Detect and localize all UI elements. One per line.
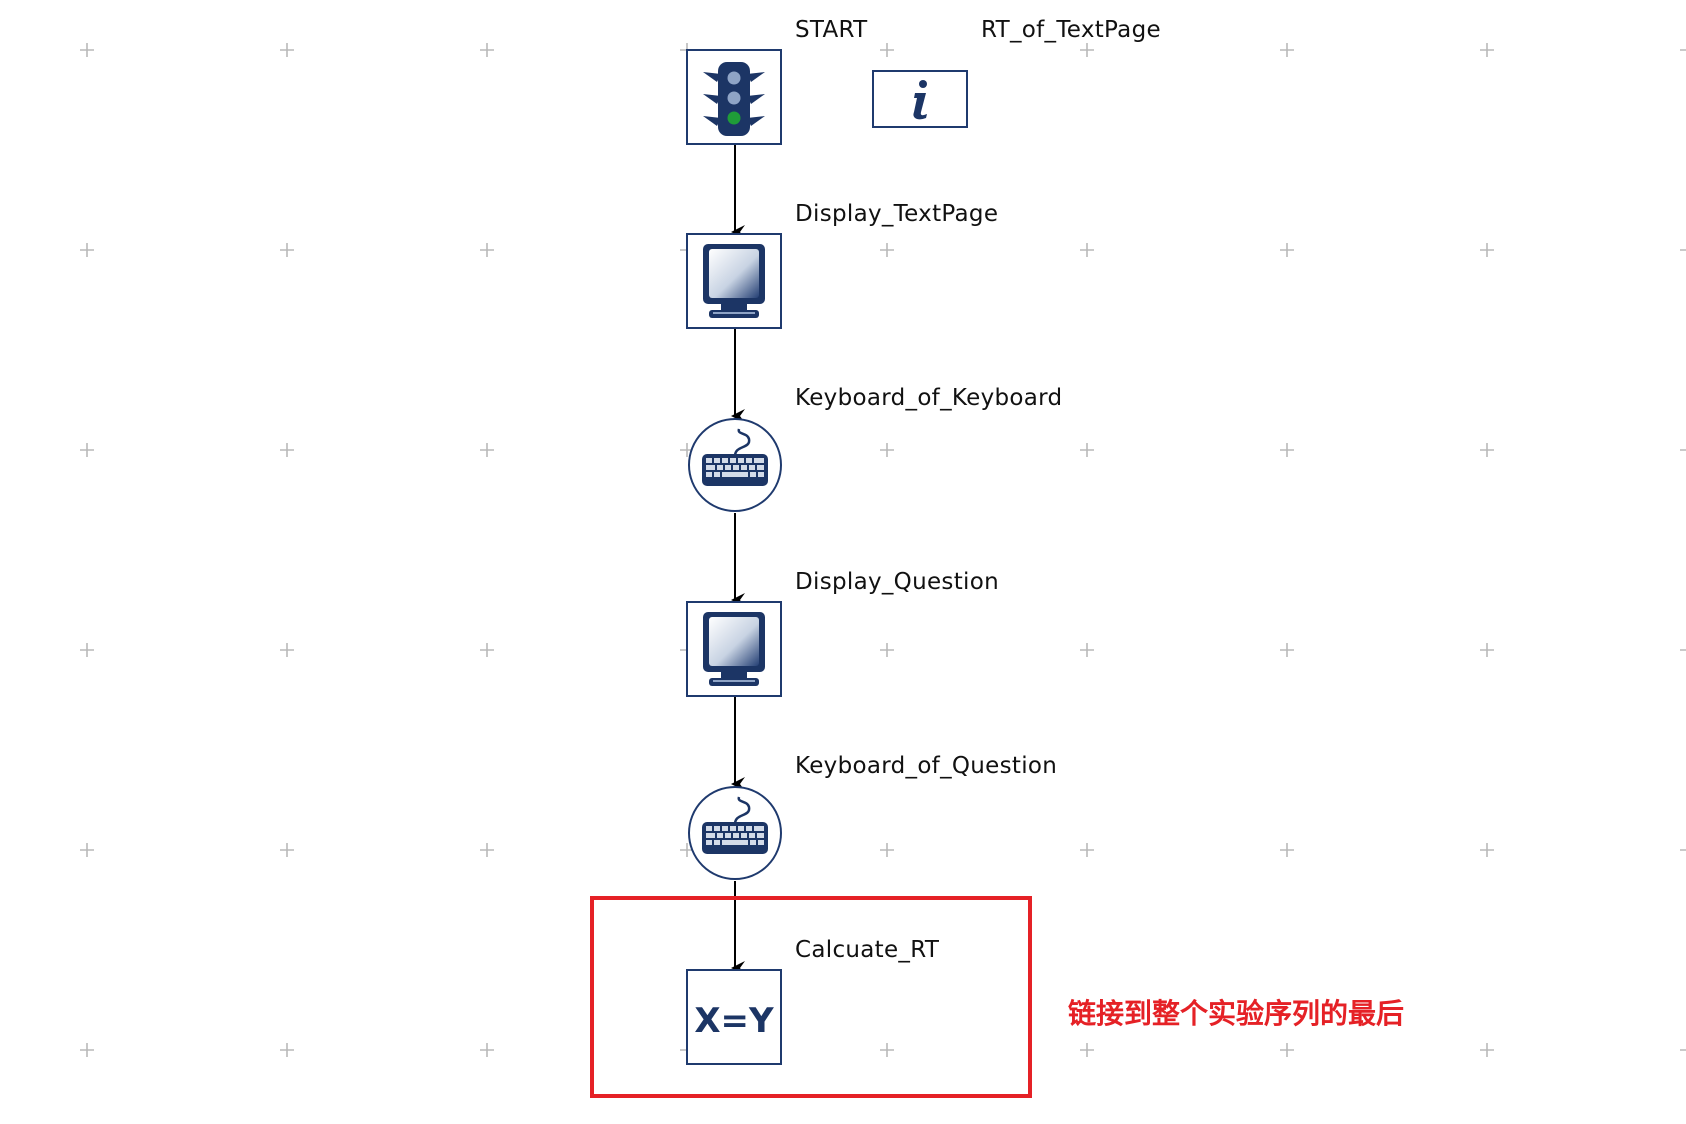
grid-plus-mark: [80, 1043, 94, 1057]
grid-plus-mark: [880, 443, 894, 457]
grid-plus-mark: [1280, 43, 1294, 57]
grid-plus-mark: [1080, 243, 1094, 257]
grid-plus-mark: [1080, 643, 1094, 657]
traffic-light-icon: [703, 62, 765, 136]
monitor-icon: [703, 244, 765, 318]
calcuate-rt-node[interactable]: X=Y: [686, 969, 782, 1065]
rt-info-node[interactable]: [872, 70, 968, 128]
grid-plus-mark: [480, 1043, 494, 1057]
grid-plus-mark: [1280, 843, 1294, 857]
grid-plus-mark: [880, 243, 894, 257]
grid-plus-mark: [480, 843, 494, 857]
monitor-icon: [703, 612, 765, 686]
display-question-label: Display_Question: [795, 569, 999, 595]
keyboard-icon: [702, 796, 768, 854]
grid-plus-mark: [280, 1043, 294, 1057]
grid-plus-mark: [1080, 443, 1094, 457]
grid-plus-mark: [80, 643, 94, 657]
grid-plus-mark: [1680, 1049, 1686, 1051]
grid-plus-mark: [1680, 449, 1686, 451]
keyboard-of-question-label: Keyboard_of_Question: [795, 753, 1058, 779]
grid-plus-mark: [80, 843, 94, 857]
grid-plus-mark: [1480, 643, 1494, 657]
grid-plus-mark: [1680, 649, 1686, 651]
grid-plus-mark: [1280, 443, 1294, 457]
keyboard-of-keyboard-label: Keyboard_of_Keyboard: [795, 385, 1063, 411]
annotation-text: 链接到整个实验序列的最后: [1068, 997, 1405, 1030]
display-textpage-label: Display_TextPage: [795, 201, 999, 227]
grid-plus-mark: [880, 643, 894, 657]
grid-marks: [80, 43, 1686, 1057]
grid-plus-mark: [1080, 43, 1094, 57]
grid-plus-mark: [80, 443, 94, 457]
grid-plus-mark: [1480, 843, 1494, 857]
grid-plus-mark: [480, 643, 494, 657]
x-equals-y-icon: X=Y: [694, 1001, 774, 1041]
grid-plus-mark: [480, 43, 494, 57]
grid-plus-mark: [1680, 49, 1686, 51]
grid-plus-mark: [880, 1043, 894, 1057]
info-icon: [913, 80, 927, 120]
start-node[interactable]: [686, 49, 782, 145]
highlight-box: [590, 896, 1032, 1098]
grid-plus-mark: [80, 243, 94, 257]
grid-plus-mark: [280, 243, 294, 257]
rt-info-label: RT_of_TextPage: [981, 17, 1161, 43]
grid-plus-mark: [280, 443, 294, 457]
grid-plus-mark: [1480, 243, 1494, 257]
keyboard-icon: [702, 428, 768, 486]
display-question-node[interactable]: [686, 601, 782, 697]
grid-plus-mark: [880, 843, 894, 857]
grid-plus-mark: [1280, 1043, 1294, 1057]
grid-plus-mark: [1680, 849, 1686, 851]
calcuate-rt-label: Calcuate_RT: [795, 937, 940, 963]
keyboard-of-keyboard-node[interactable]: [688, 418, 782, 512]
start-label: START: [795, 17, 868, 43]
grid-plus-mark: [1280, 243, 1294, 257]
grid-plus-mark: [80, 43, 94, 57]
keyboard-of-question-node[interactable]: [688, 786, 782, 880]
grid-plus-mark: [280, 643, 294, 657]
grid-plus-mark: [880, 43, 894, 57]
display-textpage-node[interactable]: [686, 233, 782, 329]
grid-plus-mark: [1480, 443, 1494, 457]
grid-plus-mark: [1080, 1043, 1094, 1057]
grid-plus-mark: [280, 843, 294, 857]
grid-plus-mark: [480, 443, 494, 457]
grid-plus-mark: [1480, 1043, 1494, 1057]
grid-plus-mark: [1480, 43, 1494, 57]
grid-plus-mark: [1680, 249, 1686, 251]
grid-plus-mark: [280, 43, 294, 57]
grid-plus-mark: [1280, 643, 1294, 657]
grid-plus-mark: [480, 243, 494, 257]
grid-plus-mark: [1080, 843, 1094, 857]
